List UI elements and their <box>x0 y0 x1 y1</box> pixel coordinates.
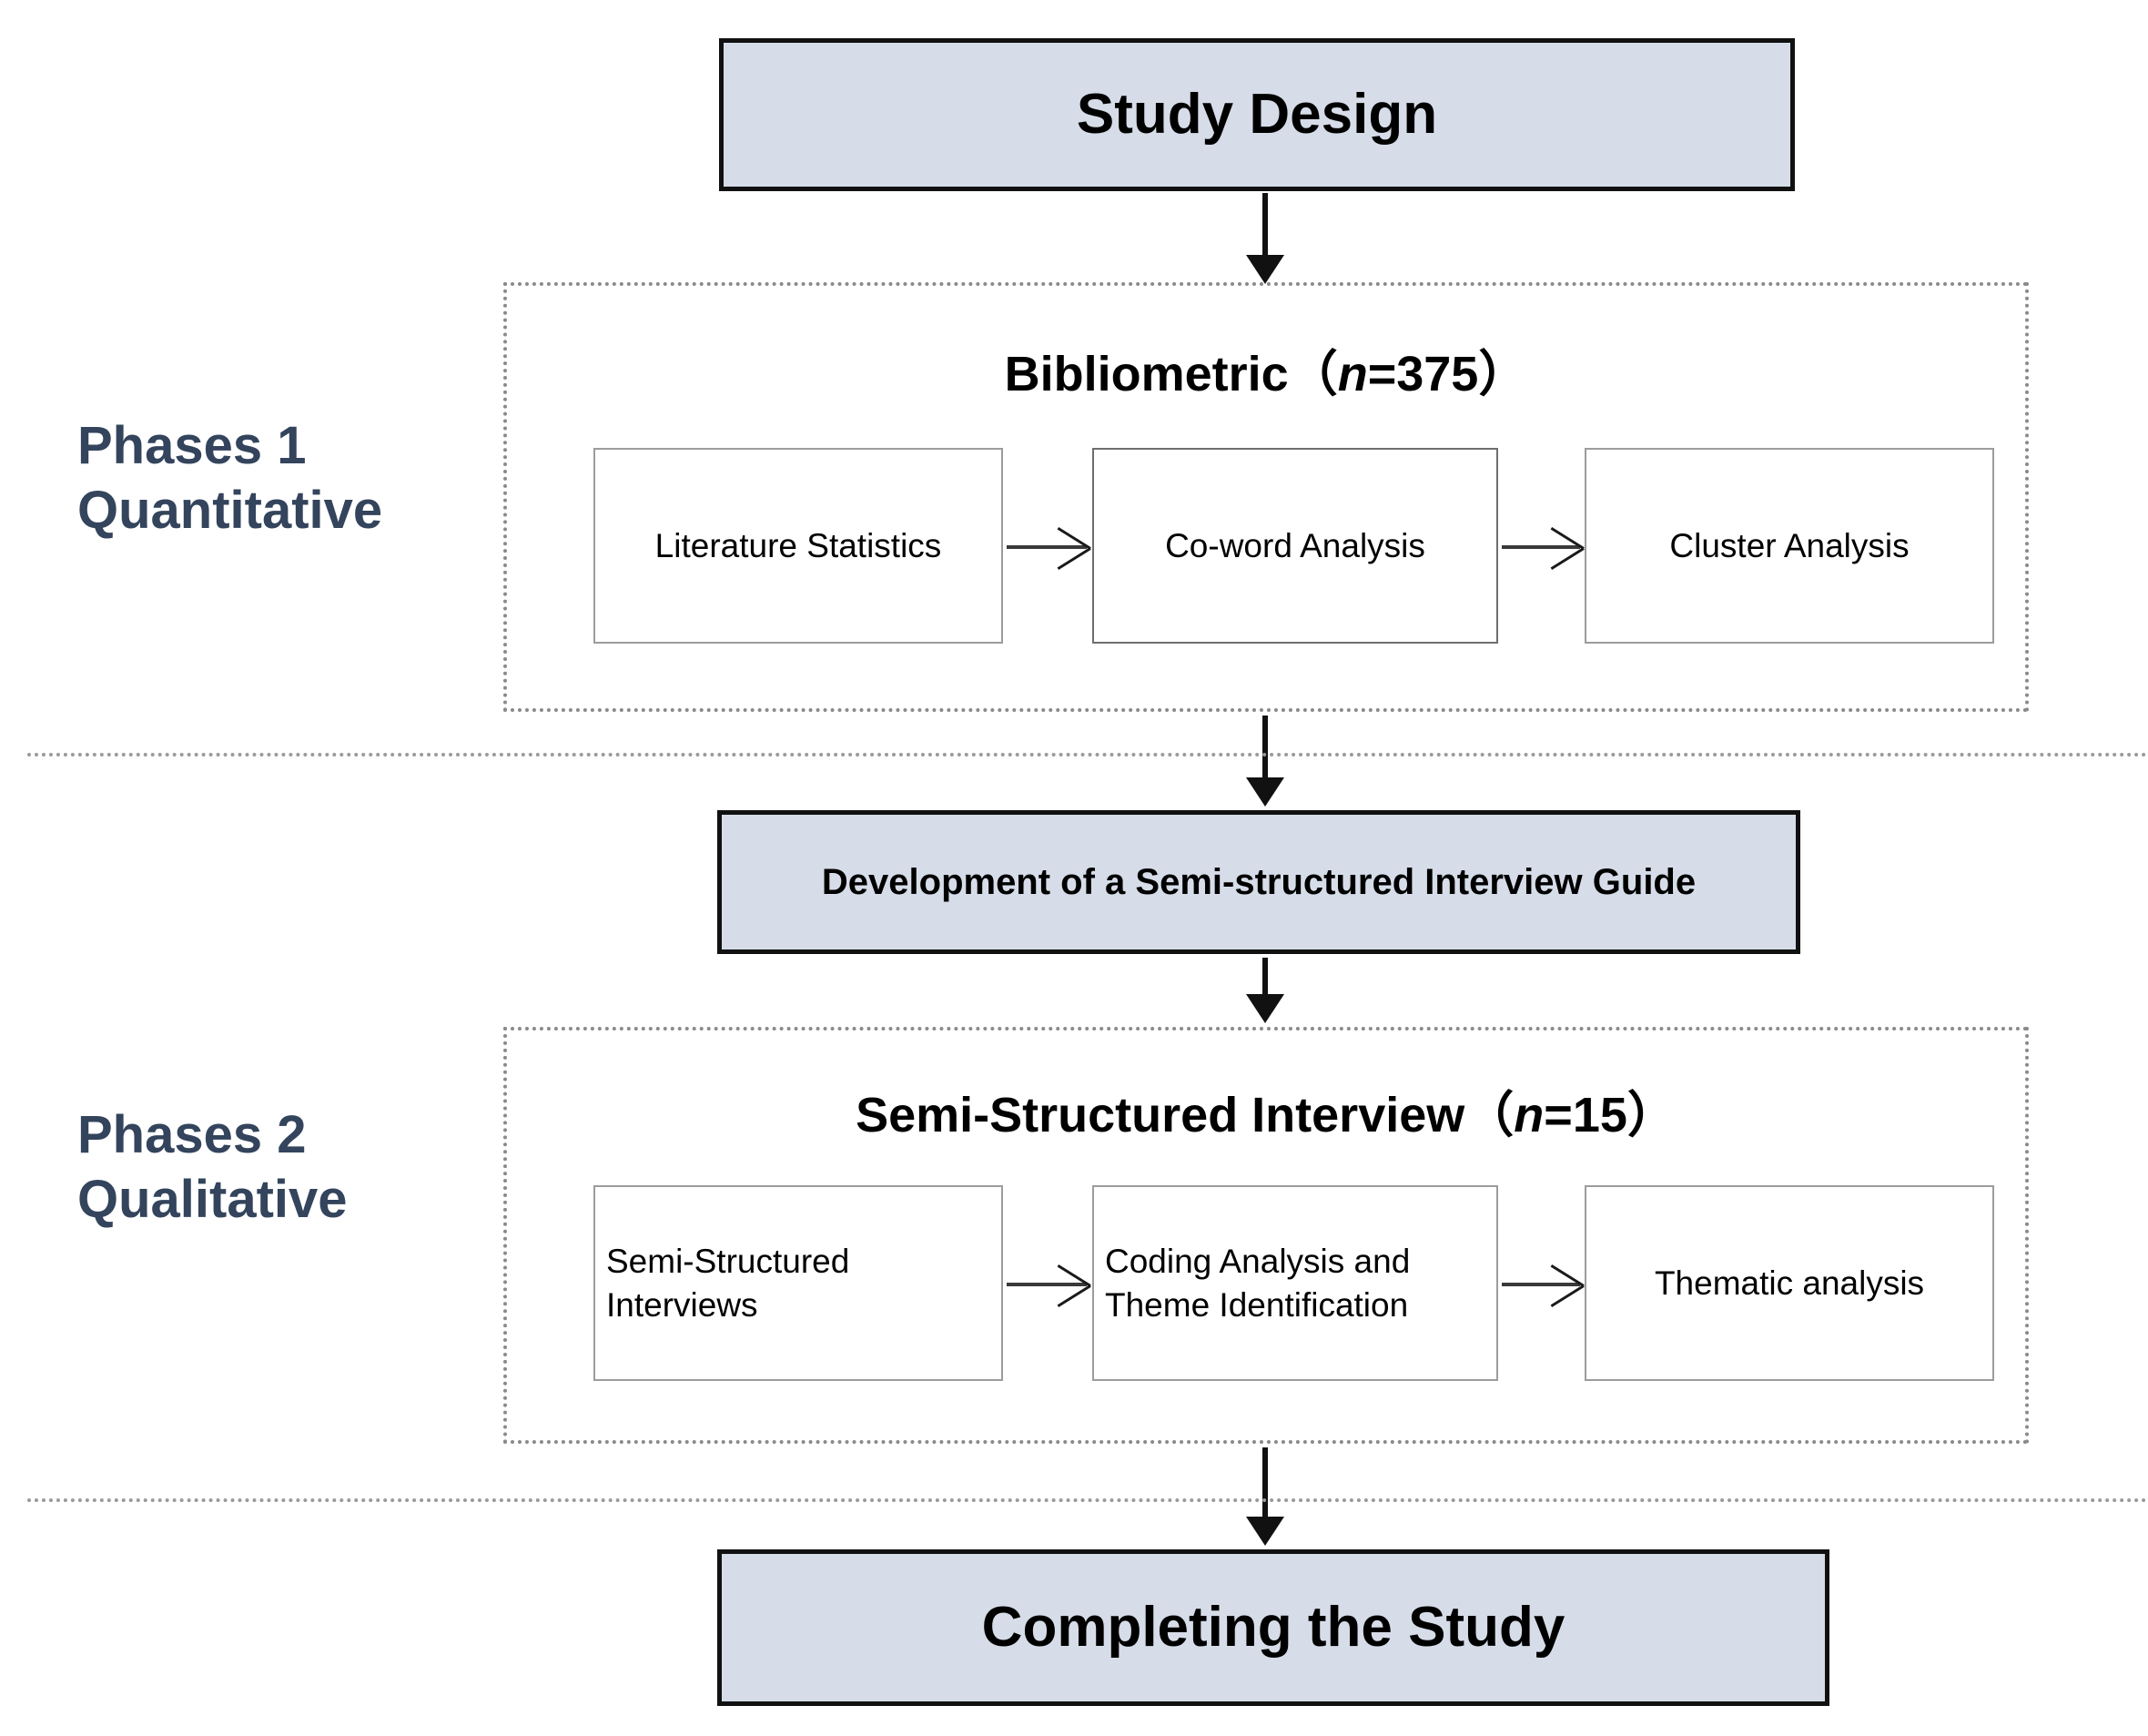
arrow-step2-to-step3-phase2 <box>1502 1283 1580 1286</box>
arrow-phase1-to-interview-guide <box>1246 716 1284 807</box>
stage-box-interview-guide: Development of a Semi-structured Intervi… <box>717 810 1800 954</box>
step-box-semi-structured-interviews: Semi-Structured Interviews <box>593 1185 1003 1381</box>
phase-separator-2 <box>27 1498 2148 1502</box>
panel-title-open-paren: （ <box>1464 1088 1515 1142</box>
arrow-step1-to-step2-phase2 <box>1007 1283 1087 1286</box>
stage-box-study-design: Study Design <box>719 38 1795 191</box>
panel-title-open-paren: （ <box>1288 347 1338 401</box>
phase-panel-title-semi-structured-interview: Semi-Structured Interview（n=15） <box>507 1074 2025 1146</box>
panel-title-n-symbol: n <box>1337 347 1368 401</box>
arrowhead-down-icon <box>1246 1517 1284 1546</box>
panel-title-n-symbol: n <box>1514 1088 1545 1142</box>
phase-label-2: Phases 2 Qualitative <box>77 1105 348 1229</box>
phase-label-1: Phases 1 Quantitative <box>77 416 383 540</box>
step-box-literature-statistics: Literature Statistics <box>593 448 1003 644</box>
step-box-coding-analysis: Coding Analysis and Theme Identification <box>1092 1185 1498 1381</box>
arrowhead-down-icon <box>1246 777 1284 807</box>
arrow-interview-guide-to-phase2 <box>1246 958 1284 1023</box>
step-label: Thematic analysis <box>1654 1264 1925 1302</box>
step-label: Literature Statistics <box>654 526 942 564</box>
step-box-co-word-analysis: Co-word Analysis <box>1092 448 1498 644</box>
phase-panel-qualitative: Semi-Structured Interview（n=15） Semi-Str… <box>503 1027 2029 1444</box>
stage-label-completing-the-study: Completing the Study <box>981 1596 1565 1660</box>
phase-panel-quantitative: Bibliometric（n=375） Literature Statistic… <box>503 282 2029 712</box>
arrowhead-down-icon <box>1246 255 1284 284</box>
panel-title-value: =15） <box>1544 1088 1677 1142</box>
arrowhead-down-icon <box>1246 994 1284 1023</box>
stage-label-interview-guide: Development of a Semi-structured Intervi… <box>821 862 1697 902</box>
step-label: Co-word Analysis <box>1165 526 1425 564</box>
step-box-cluster-analysis: Cluster Analysis <box>1585 448 1994 644</box>
panel-title-main-text: Semi-Structured Interview <box>856 1088 1465 1142</box>
step-row-quantitative: Literature Statistics Co-word Analysis C… <box>507 448 2025 648</box>
panel-title-main-text: Bibliometric <box>1004 347 1289 401</box>
step-row-qualitative: Semi-Structured Interviews Coding Analys… <box>507 1185 2025 1386</box>
phase-panel-title-bibliometric: Bibliometric（n=375） <box>507 333 2025 405</box>
step-label: Semi-Structured Interviews <box>606 1243 850 1324</box>
arrow-phase2-to-completion <box>1246 1447 1284 1546</box>
arrow-step1-to-step2-phase1 <box>1007 545 1087 549</box>
step-label: Coding Analysis and Theme Identification <box>1105 1243 1411 1324</box>
stage-box-completing-the-study: Completing the Study <box>717 1549 1829 1706</box>
step-box-thematic-analysis: Thematic analysis <box>1585 1185 1994 1381</box>
panel-title-value: =375） <box>1367 347 1528 401</box>
phase-separator-1 <box>27 753 2148 756</box>
arrow-step2-to-step3-phase1 <box>1502 545 1580 549</box>
step-label: Cluster Analysis <box>1669 526 1910 564</box>
arrow-study-design-to-phase1 <box>1246 193 1284 284</box>
stage-label-study-design: Study Design <box>1076 83 1438 147</box>
